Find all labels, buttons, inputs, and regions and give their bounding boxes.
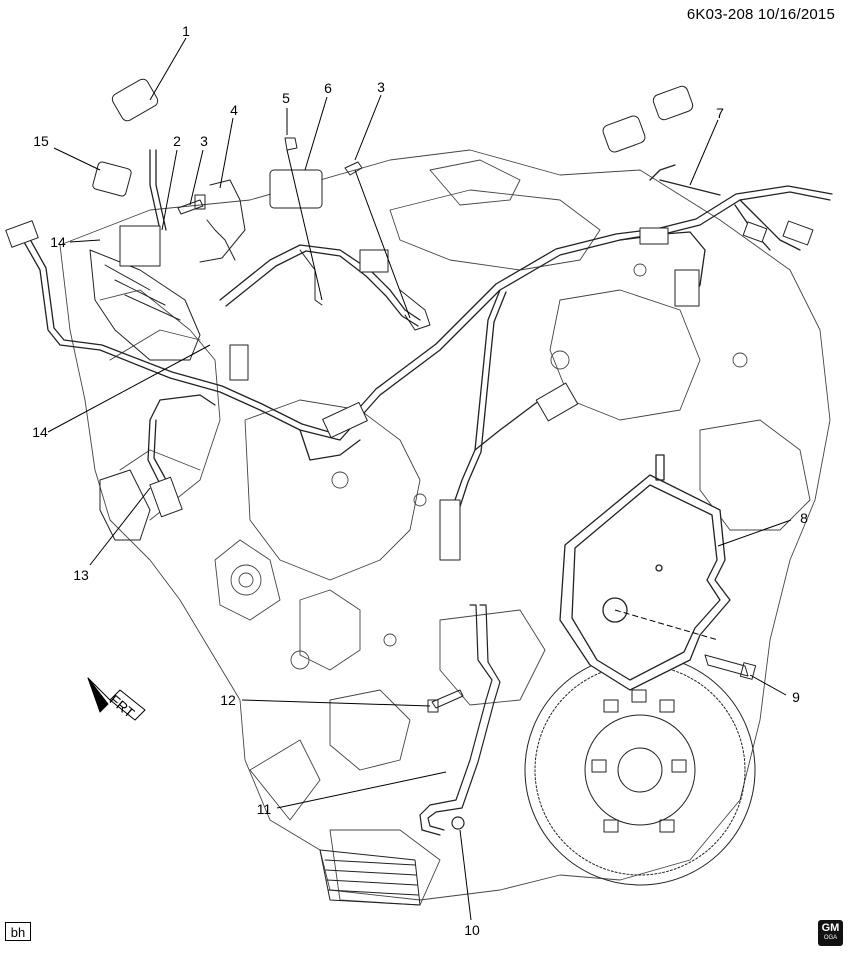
callout-leaders xyxy=(47,37,792,921)
callout-3b: 3 xyxy=(377,79,385,95)
oil-tube xyxy=(419,604,501,836)
callout-3a: 3 xyxy=(200,133,208,149)
callout-10: 10 xyxy=(464,922,480,938)
callout-1: 1 xyxy=(182,23,190,39)
callout-7: 7 xyxy=(716,105,724,121)
gm-logo: GM OGA xyxy=(818,920,843,946)
callout-9: 9 xyxy=(792,689,800,705)
callout-15: 15 xyxy=(33,133,49,149)
harness-connectors xyxy=(5,78,814,561)
diagram-code: 6K03-208 10/16/2015 xyxy=(686,6,835,23)
tube-bolt xyxy=(427,689,464,713)
oil-cooler xyxy=(319,849,421,906)
flexplate xyxy=(524,654,756,886)
front-arrow-icon xyxy=(87,677,146,721)
callout-14a: 14 xyxy=(50,234,66,250)
intake-duct xyxy=(89,249,201,541)
callout-11: 11 xyxy=(257,801,272,817)
callout-8: 8 xyxy=(800,510,808,526)
callout-2: 2 xyxy=(173,133,181,149)
fasteners xyxy=(177,137,431,331)
gm-logo-subtext: OGA xyxy=(823,935,838,941)
gm-logo-text: GM xyxy=(821,922,840,934)
callout-labels: 1 2 3 3 4 5 6 7 8 9 10 11 12 13 14 14 15… xyxy=(32,23,808,938)
module-bolt xyxy=(704,654,757,680)
callout-6: 6 xyxy=(324,80,332,96)
artist-tag: bh xyxy=(5,922,31,941)
callout-14b: 14 xyxy=(32,424,48,440)
callout-4: 4 xyxy=(230,102,238,118)
callout-5: 5 xyxy=(282,90,290,106)
callout-12: 12 xyxy=(220,692,236,708)
control-module xyxy=(559,454,731,691)
engine-block-outline xyxy=(59,149,831,906)
callout-13: 13 xyxy=(73,567,89,583)
